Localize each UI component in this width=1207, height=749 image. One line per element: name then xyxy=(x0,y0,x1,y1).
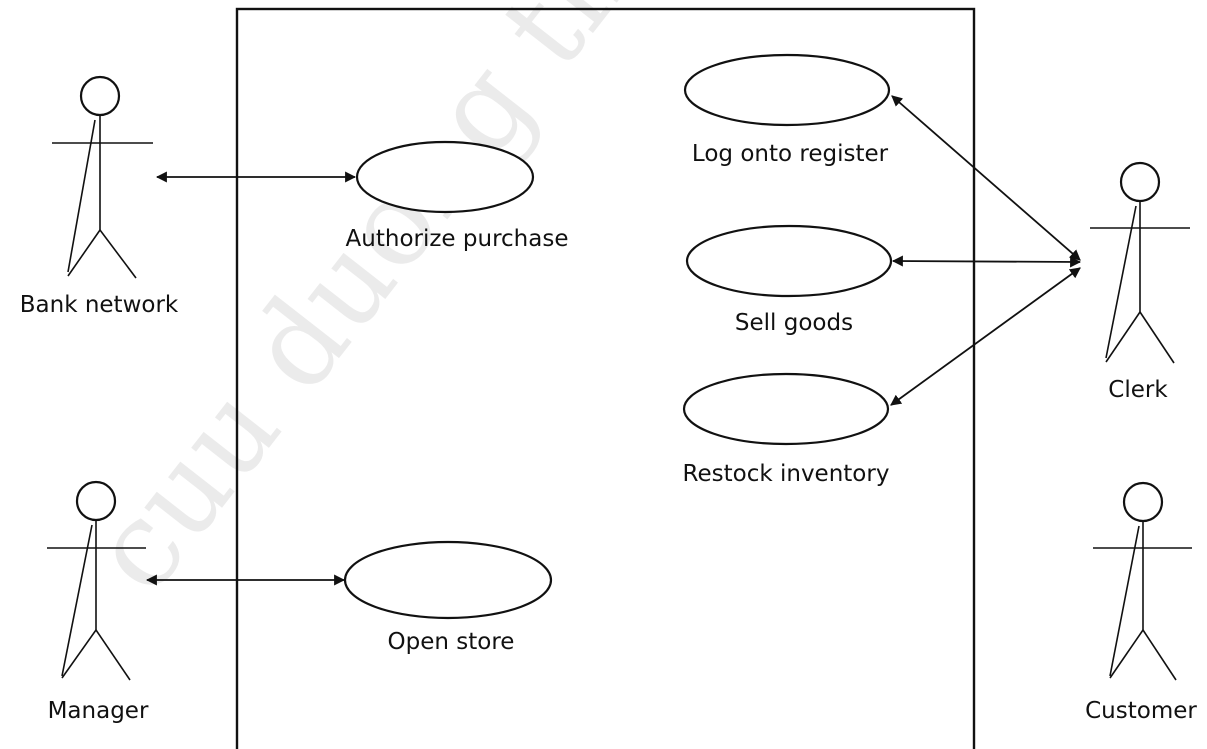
use-case-ellipse xyxy=(683,53,891,127)
stick-figure-icon xyxy=(1090,161,1190,364)
actor-clerk: Clerk xyxy=(1090,161,1190,403)
actor-label: Manager xyxy=(48,698,149,724)
association-clerk-restock-inventory xyxy=(890,267,1081,406)
use-case-log-onto-register: Log onto register xyxy=(683,53,891,167)
stick-figure-icon xyxy=(52,75,153,279)
actor-bank-network: Bank network xyxy=(20,75,179,318)
use-case-authorize-purchase: Authorize purchase xyxy=(346,140,569,252)
stick-figure-icon xyxy=(1093,481,1192,681)
association-clerk-sell-goods xyxy=(891,255,1082,268)
actor-label: Bank network xyxy=(20,292,179,318)
use-case-sell-goods: Sell goods xyxy=(685,224,893,336)
actor-manager: Manager xyxy=(47,480,149,724)
use-case-label: Log onto register xyxy=(692,141,889,167)
use-case-label: Authorize purchase xyxy=(346,226,569,252)
actor-label: Customer xyxy=(1085,698,1197,724)
stick-figure-icon xyxy=(47,480,146,681)
use-case-ellipse xyxy=(343,540,553,620)
use-case-label: Sell goods xyxy=(735,310,853,336)
use-case-label: Restock inventory xyxy=(683,461,890,487)
use-case-label: Open store xyxy=(388,629,515,655)
use-case-restock-inventory: Restock inventory xyxy=(682,372,890,487)
actor-label: Clerk xyxy=(1108,377,1168,403)
association-clerk-log-onto-register xyxy=(891,95,1081,261)
actor-customer: Customer xyxy=(1085,481,1197,724)
use-case-open-store: Open store xyxy=(343,540,553,655)
use-case-ellipse xyxy=(682,372,890,446)
use-case-ellipse xyxy=(355,140,535,214)
use-case-ellipse xyxy=(685,224,893,298)
